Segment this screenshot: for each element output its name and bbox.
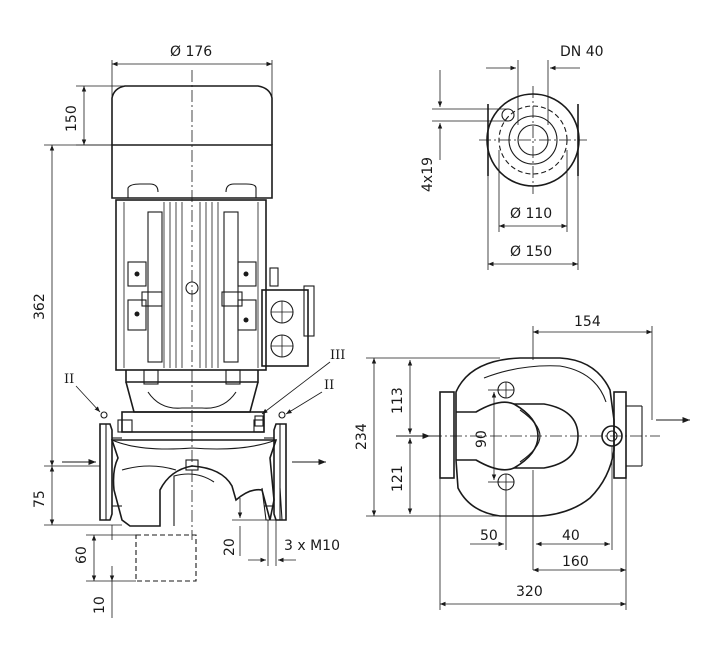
dim-foot-height: 20: [222, 498, 268, 556]
dim-side-lower: 121: [390, 438, 413, 514]
dim-installation-length: 320: [439, 478, 626, 610]
svg-text:Ø 150: Ø 150: [510, 244, 552, 260]
dim-side-height-total: 234: [354, 357, 500, 517]
dim-side-upper: 113: [390, 360, 440, 437]
dim-flange-diameter: Ø 150: [487, 176, 579, 270]
pump-housing-front: [110, 411, 283, 527]
dim-flange-holes: 4x19: [420, 70, 508, 192]
motor-front-view: [111, 85, 315, 413]
dim-base-offset: 10: [92, 525, 115, 618]
dim-half-length: 160: [533, 478, 627, 610]
svg-text:40: 40: [562, 528, 580, 544]
svg-text:121: 121: [390, 465, 406, 492]
dim-side-hole-spacing: 90: [474, 389, 500, 483]
svg-text:Ø 110: Ø 110: [510, 206, 552, 222]
svg-text:154: 154: [574, 314, 601, 330]
pump-side-view: [430, 357, 660, 517]
flange-view: [479, 86, 587, 194]
outlet-flange-right: [264, 423, 287, 521]
svg-text:113: 113: [390, 387, 406, 414]
svg-text:362: 362: [32, 293, 48, 320]
svg-text:4x19: 4x19: [420, 157, 436, 192]
svg-text:60: 60: [74, 546, 90, 564]
dim-bolt-circle: Ø 110: [498, 150, 568, 232]
svg-text:234: 234: [354, 423, 370, 450]
dim-foot-offsets: 50 40: [470, 446, 613, 570]
position-label-right: II: [324, 378, 334, 393]
position-label-left: II: [64, 372, 74, 387]
svg-text:150: 150: [64, 105, 80, 132]
dim-base-height: 60: [74, 534, 136, 582]
svg-text:160: 160: [562, 554, 589, 570]
dim-bolts: 3 x M10: [248, 520, 340, 566]
dim-motor-diameter: Ø 176: [111, 44, 273, 98]
inlet-flange-left: [99, 423, 122, 521]
svg-text:75: 75: [32, 490, 48, 508]
svg-text:10: 10: [92, 596, 108, 614]
foundation-block: [135, 534, 197, 582]
motor-cooling-ribs: [123, 202, 259, 368]
svg-text:20: 20: [222, 538, 238, 556]
svg-text:320: 320: [516, 584, 543, 600]
dim-total-height: 362: [32, 144, 112, 467]
dim-motor-top-height: 150: [64, 85, 126, 146]
svg-text:90: 90: [474, 430, 490, 448]
svg-text:50: 50: [480, 528, 498, 544]
dim-side-width-top: 154: [532, 314, 653, 420]
position-label-top: III: [330, 348, 345, 363]
dim-flange-height: 75: [32, 466, 122, 526]
svg-text:3 x M10: 3 x M10: [284, 538, 340, 554]
svg-text:DN 40: DN 40: [560, 44, 604, 60]
svg-text:Ø 176: Ø 176: [170, 44, 212, 60]
dim-nominal-diameter: DN 40: [486, 44, 604, 125]
